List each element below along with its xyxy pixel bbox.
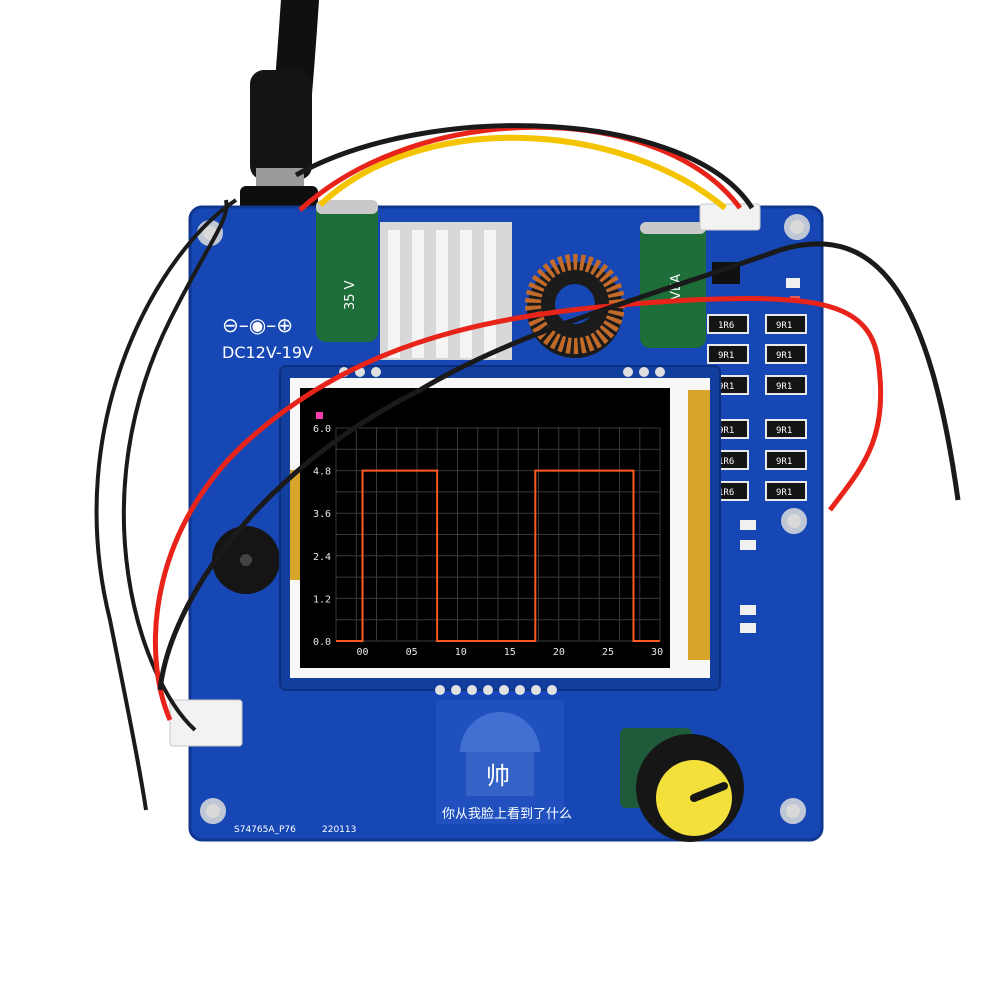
smd-parts-right bbox=[740, 520, 756, 633]
svg-text:9R1: 9R1 bbox=[718, 382, 734, 392]
chart-ticks: 0.0 1.2 2.4 3.6 4.8 6.0 00 05 10 15 20 25 30 bbox=[313, 424, 663, 658]
svg-text:1R6: 1R6 bbox=[718, 488, 734, 498]
knob-icon bbox=[620, 728, 744, 842]
x-tick-label: 00 bbox=[357, 647, 369, 658]
wire-red-left bbox=[152, 296, 884, 721]
svg-text:9R1: 9R1 bbox=[718, 426, 734, 436]
wire-connector-left bbox=[169, 699, 243, 747]
x-tick-label: 30 bbox=[651, 647, 663, 658]
y-tick-label: 3.6 bbox=[313, 509, 331, 520]
silkscreen-caption: 你从我脸上看到了什么 bbox=[442, 806, 572, 822]
svg-text:1R6: 1R6 bbox=[718, 457, 734, 467]
svg-text:35 V: 35 V bbox=[343, 280, 358, 310]
svg-text:1R6: 1R6 bbox=[718, 321, 734, 331]
svg-text:9R1: 9R1 bbox=[776, 457, 792, 467]
svg-text:9R1: 9R1 bbox=[776, 488, 792, 498]
wire-yellow bbox=[317, 134, 727, 211]
svg-text:9R1: 9R1 bbox=[776, 321, 792, 331]
heatsink bbox=[380, 222, 512, 360]
x-tick-label: 25 bbox=[602, 647, 614, 658]
y-tick-label: 6.0 bbox=[313, 424, 331, 435]
svg-text:9R1: 9R1 bbox=[718, 351, 734, 361]
dc-voltage-label: DC12V-19V bbox=[222, 343, 313, 362]
x-tick-label: 05 bbox=[406, 647, 418, 658]
x-tick-label: 20 bbox=[553, 647, 565, 658]
y-tick-label: 1.2 bbox=[313, 594, 331, 605]
mascot-char: 帅 bbox=[486, 762, 510, 790]
y-tick-label: 4.8 bbox=[313, 467, 331, 478]
wire-black-top bbox=[294, 123, 755, 210]
dc-polarity-label: ⊖–◉–⊕ bbox=[222, 313, 293, 337]
chart-series bbox=[336, 469, 660, 642]
svg-text:9R1: 9R1 bbox=[776, 382, 792, 392]
svg-text:9R1: 9R1 bbox=[776, 351, 792, 361]
y-tick-label: 2.4 bbox=[313, 552, 331, 563]
silkscreen-mascot: 帅 bbox=[436, 700, 564, 824]
x-tick-label: 15 bbox=[504, 647, 516, 658]
series-line-0 bbox=[336, 469, 660, 642]
svg-text:9R1: 9R1 bbox=[776, 426, 792, 436]
y-tick-label: 0.0 bbox=[313, 637, 331, 648]
wire-connector-top bbox=[699, 203, 761, 231]
pcb-date-label: 220113 bbox=[322, 825, 356, 835]
screen-indicator bbox=[316, 412, 323, 419]
wire-black-mid bbox=[157, 241, 961, 691]
capacitor-left: 35 V bbox=[316, 200, 378, 342]
buzzer-icon bbox=[212, 526, 280, 594]
pcb-id-label: S74765A_P76 bbox=[234, 825, 296, 835]
x-tick-label: 10 bbox=[455, 647, 467, 658]
